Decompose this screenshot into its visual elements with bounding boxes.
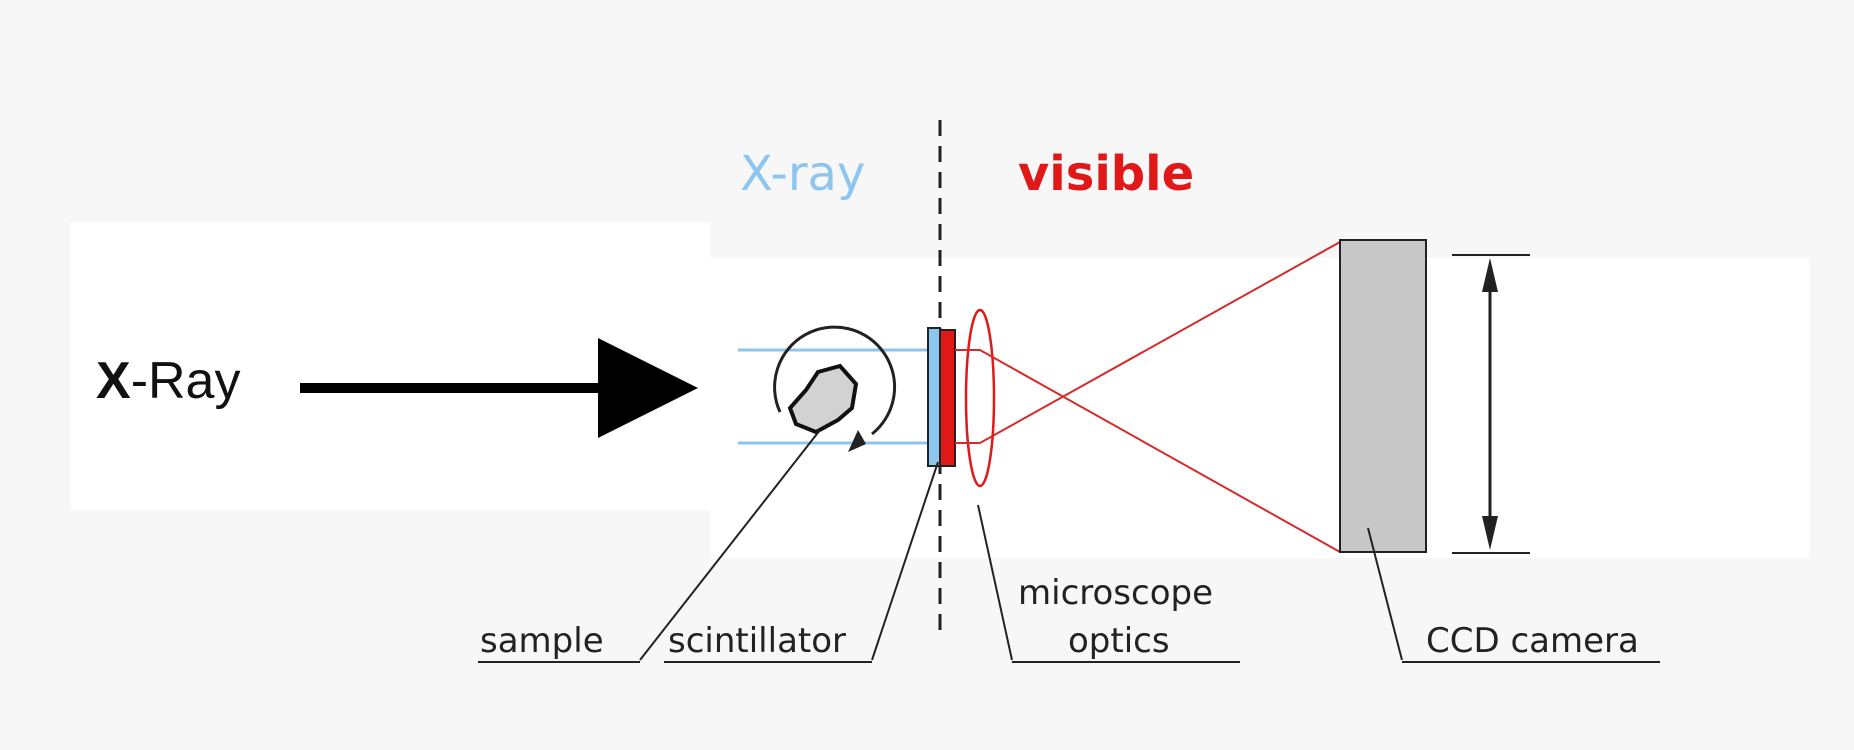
lens [964, 308, 996, 488]
visible-region-label: visible [1018, 146, 1194, 202]
beam-label-bold: X [96, 352, 131, 410]
ccd-label: CCD camera [1426, 621, 1639, 661]
scintillator-visible-layer [939, 329, 956, 467]
ccd-leader [1367, 527, 1403, 661]
xray-region-label: X-ray [740, 146, 865, 202]
optics-leader [977, 504, 1013, 661]
microscope-label-line2: optics [1068, 621, 1170, 661]
ray-bottom-cross [979, 241, 1341, 444]
right-panel [710, 258, 1810, 558]
ccd-camera [1339, 239, 1427, 553]
ray-top-cross [979, 349, 1341, 553]
beam-label: X-Ray [96, 352, 240, 410]
microscope-label-line1: microscope [1018, 573, 1213, 613]
beam-label-rest: -Ray [131, 352, 241, 410]
scintillator-leader [871, 461, 939, 661]
rotation-arrow [773, 325, 897, 436]
sample-label: sample [480, 621, 604, 661]
size-arrowhead-bottom [1482, 516, 1498, 550]
sample-shape [787, 363, 859, 435]
sample-leader [639, 429, 821, 661]
scintillator-label: scintillator [668, 621, 846, 661]
size-arrowhead-top [1482, 258, 1498, 292]
rotation-arrowhead [848, 430, 866, 452]
scintillator-xray-layer [927, 327, 941, 467]
